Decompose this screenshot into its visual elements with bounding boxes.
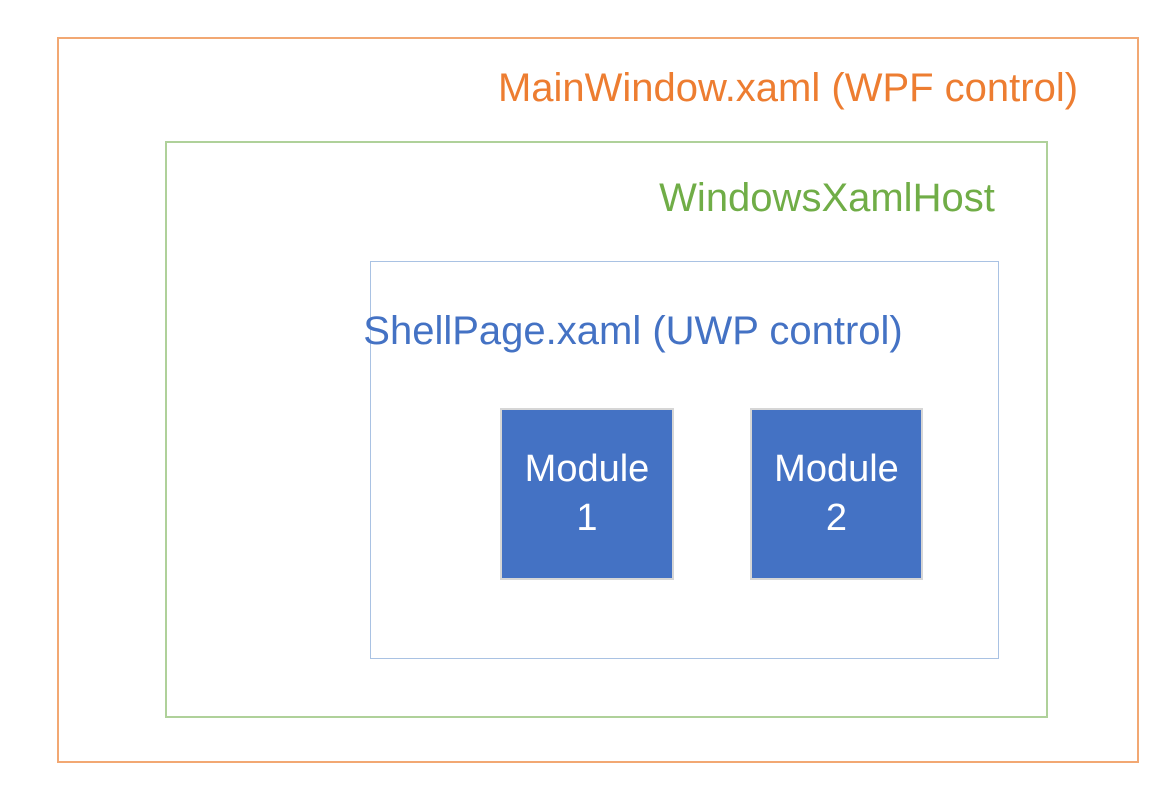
mainwindow-wpf-box [57,37,1139,763]
shellpage-uwp-box [370,261,999,659]
mainwindow-wpf-label: MainWindow.xaml (WPF control) [497,66,1079,110]
windowsxamlhost-box [165,141,1048,718]
module-1-label-line2: 1 [576,497,598,539]
module-1-label-line1: Module [524,447,650,490]
module-2-label-line2: 2 [825,497,848,539]
module-2-label-line1: Module [774,447,899,490]
shellpage-uwp-label: ShellPage.xaml (UWP control) [363,309,903,353]
windowsxamlhost-label: WindowsXamlHost [659,176,995,220]
module-2-box: Module 2 [750,408,923,580]
module-1-box: Module 1 [500,408,674,580]
